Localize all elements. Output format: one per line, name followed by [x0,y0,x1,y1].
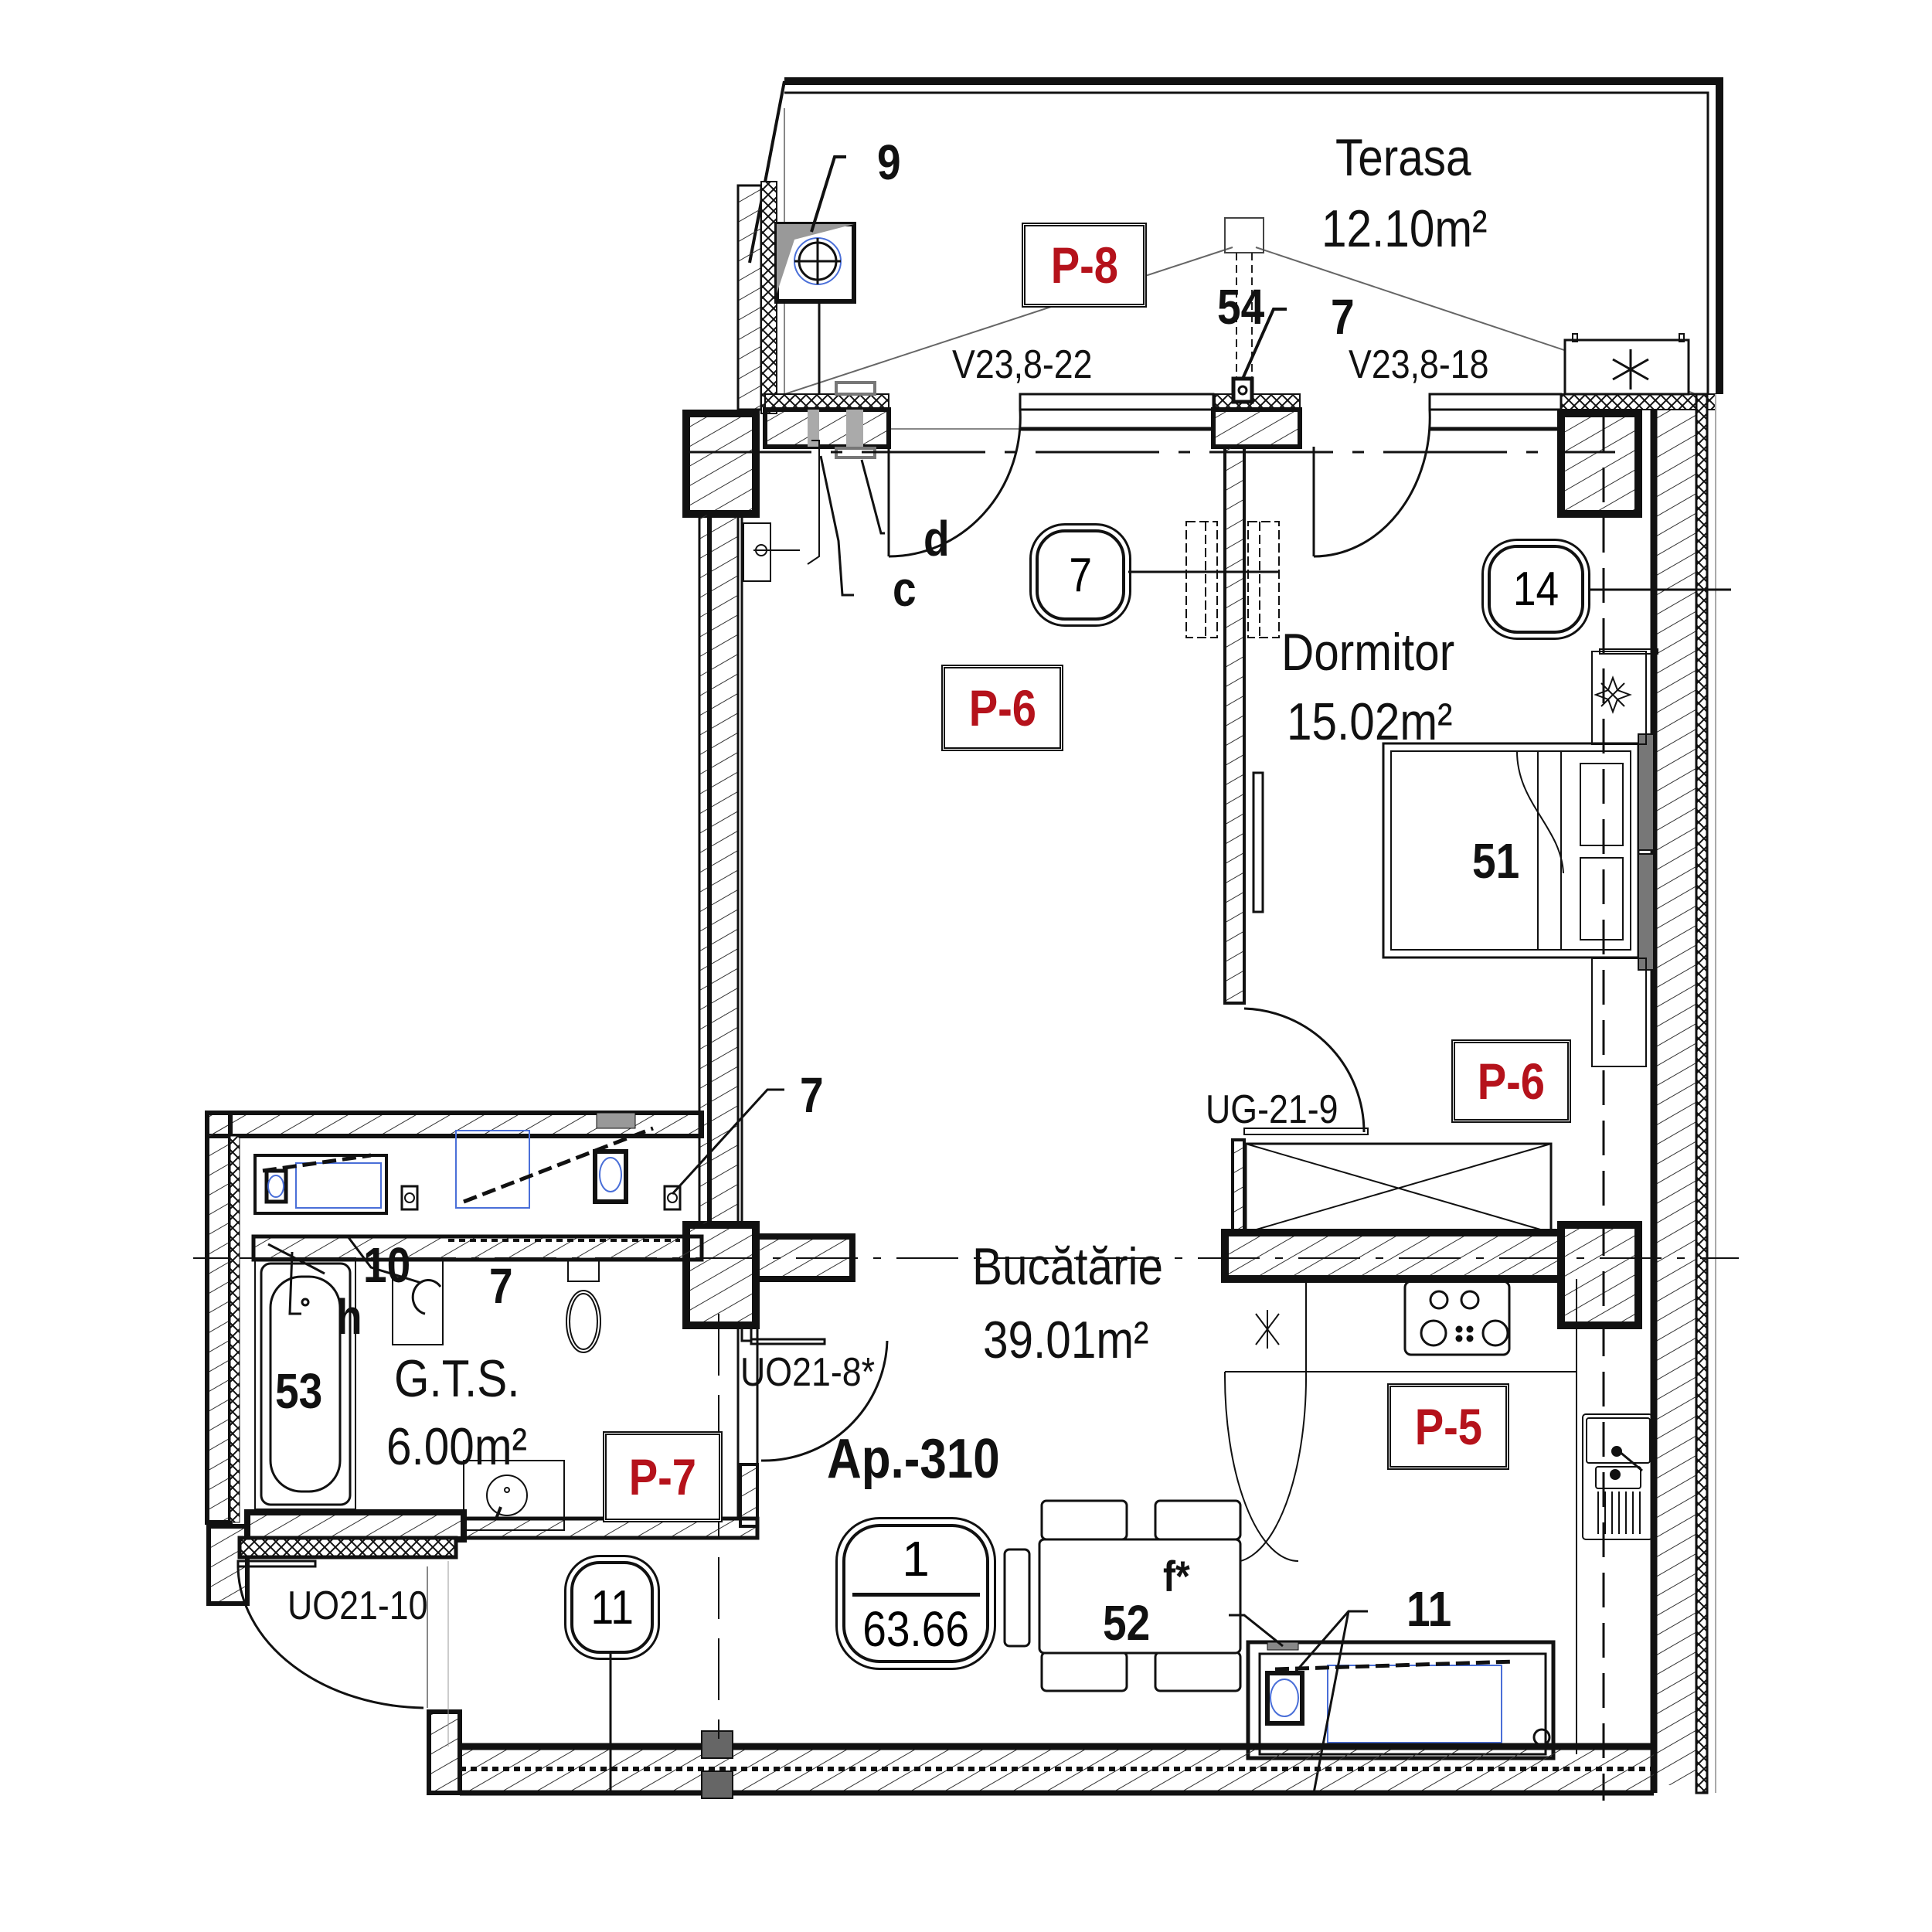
callout-53: 53 [275,1363,323,1419]
tv-panel-icon [1252,771,1264,913]
callout-51: 51 [1472,833,1520,889]
apartment-badge: 1 63.66 [835,1517,996,1670]
kitchen-counter [1223,1279,1577,1754]
thermostat-icon [743,440,885,597]
callout-c: c [893,561,917,617]
window-code-left: V23,8-22 [952,342,1093,387]
callout-7-terrace: 7 [1331,289,1355,345]
room-name-terasa: Terasa [1335,128,1471,187]
living-left-wall [698,512,743,1226]
floor-tag-p6-living: P-6 [941,665,1063,751]
floor-tag-p6-bedroom: P-6 [1451,1039,1571,1123]
stove-icon [1403,1280,1511,1356]
door-code-entry: UO21-10 [287,1583,428,1628]
structural-columns [682,410,1642,1329]
bathtub-icon [254,1243,356,1510]
wardrobe-icon [1244,1142,1553,1234]
room-name-gts: G.T.S. [394,1349,520,1408]
window-code-right: V23,8-18 [1349,342,1489,387]
apartment-label: Ap.-310 [827,1428,1000,1490]
callout-52: 52 [1103,1595,1151,1651]
bathroom-door-swing [740,1324,889,1462]
callout-9: 9 [877,134,901,190]
room-name-dormitor: Dormitor [1281,623,1455,682]
vent-unit-icon [774,155,856,394]
door-code-bedroom: UG-21-9 [1206,1087,1338,1132]
apartment-badge-divider [852,1592,980,1597]
callout-d: d [923,511,950,566]
room-name-bucatarie: Bucătărie [972,1237,1164,1296]
callout-10: 10 [363,1237,411,1293]
partition-bedroom [1223,445,1369,1234]
door-code-bath: UO21-8* [740,1350,875,1395]
callout-11: 11 [1406,1581,1452,1637]
fridge-icon [1255,1310,1280,1349]
floor-tag-p5: P-5 [1387,1383,1509,1470]
floor-tag-p8: P-8 [1022,223,1147,308]
dining-table-icon [1003,1499,1242,1692]
room-area-terasa: 12.10m² [1321,199,1488,258]
apartment-room-count: 1 [902,1530,930,1587]
sink-icon [1582,1413,1653,1540]
floor-tag-p7: P-7 [603,1431,723,1522]
entry-door-swing [236,1560,449,1747]
radiator-icon [1185,521,1280,638]
callout-f: f* [1163,1552,1190,1600]
left-wall-upper [736,181,777,414]
bottom-wall [460,1730,1654,1799]
section-bubble-7: 7 [1029,523,1131,627]
section-bubble-14: 14 [1481,539,1590,640]
facade-wall-top [763,308,1716,558]
right-exterior-wall [1650,393,1716,1794]
room-area-gts: 6.00m² [386,1417,528,1476]
toilet-icon [566,1259,601,1353]
section-bubble-11: 11 [564,1555,660,1660]
callout-7-bath: 7 [489,1258,513,1314]
washing-machine-icon [346,1236,444,1345]
air-conditioner-icon [1563,333,1690,396]
bathroom-shaft [253,1088,784,1215]
room-area-bucatarie: 39.01m² [983,1311,1149,1369]
plant-icon [1591,648,1658,1067]
callout-h: h [336,1289,362,1345]
callout-7-riser: 7 [800,1067,824,1123]
room-area-dormitor: 15.02m² [1287,692,1453,751]
washbasin-icon [463,1460,565,1531]
apartment-total-area: 63.66 [862,1600,969,1657]
callout-54: 54 [1217,279,1265,335]
bed-icon [1382,733,1655,971]
